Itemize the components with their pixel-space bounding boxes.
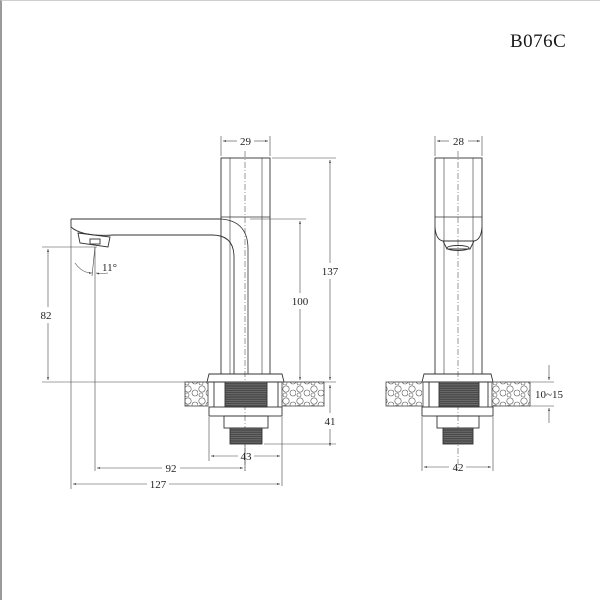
front-dimensions xyxy=(42,136,336,489)
dim-total-height: 137 xyxy=(322,266,339,278)
dim-body-width-side: 28 xyxy=(453,136,465,148)
dim-shank-length: 41 xyxy=(325,416,336,428)
side-lower-thread xyxy=(442,427,474,445)
dim-base-front: 43 xyxy=(241,451,253,463)
dim-body-width-front: 29 xyxy=(240,136,252,148)
front-view xyxy=(70,151,325,471)
model-code: B076C xyxy=(510,31,567,52)
side-countertop-left xyxy=(385,381,424,407)
dim-spout-height: 100 xyxy=(292,296,309,308)
front-body-column xyxy=(220,157,271,375)
side-body-column xyxy=(434,157,483,375)
front-washer xyxy=(208,406,283,417)
dim-spout-reach: 92 xyxy=(166,463,177,475)
front-deck-flange xyxy=(206,373,285,383)
dim-overall-length: 127 xyxy=(150,479,167,491)
side-countertop-right xyxy=(491,381,531,407)
front-countertop-right xyxy=(281,381,325,407)
dim-outlet-height: 82 xyxy=(41,310,52,322)
side-washer xyxy=(421,406,494,417)
side-deck-flange xyxy=(421,373,494,383)
side-dimensions xyxy=(421,136,554,471)
front-nut xyxy=(223,415,269,429)
side-view xyxy=(385,151,531,471)
front-countertop-left xyxy=(184,381,209,407)
dim-countertop-thickness: 10~15 xyxy=(535,389,563,401)
aerator xyxy=(77,232,111,248)
side-spout-face xyxy=(434,226,483,242)
dim-base-side: 42 xyxy=(453,462,464,474)
front-lower-thread xyxy=(229,427,263,445)
front-spout xyxy=(70,218,235,374)
side-thread-shank xyxy=(438,381,480,408)
front-thread-shank xyxy=(224,381,268,408)
dim-spray-angle: 11° xyxy=(102,262,117,274)
